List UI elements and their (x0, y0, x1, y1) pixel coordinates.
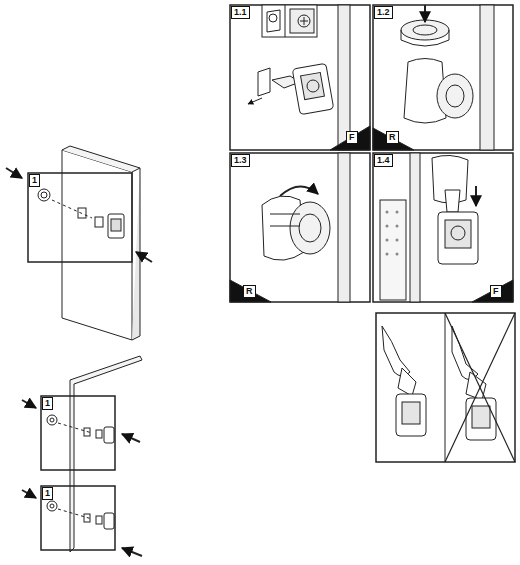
orientation-mark: F (346, 131, 358, 144)
orientation-mark: F (490, 285, 502, 298)
hole-row (386, 211, 399, 256)
pointer-arrow (122, 548, 142, 556)
orientation-mark: R (243, 285, 256, 298)
orientation-mark: R (386, 131, 399, 144)
step-panel (230, 5, 370, 150)
callout-number: 1 (42, 397, 53, 410)
lock-parts (47, 415, 114, 529)
pointer-arrow (122, 434, 140, 442)
pointer-arrow (22, 490, 36, 498)
callout-number: 1 (29, 174, 40, 187)
cabinet-profile (70, 356, 142, 552)
callout-frame (41, 396, 115, 470)
step-panel (230, 153, 370, 302)
step-panel (373, 5, 513, 150)
callout-frame (28, 173, 132, 262)
step-panel (373, 153, 513, 302)
pointer-arrow (22, 400, 36, 408)
pointer-arrow (136, 252, 152, 262)
step-number: 1.2 (374, 6, 393, 19)
callout-number: 1 (42, 487, 53, 500)
door-panel (62, 146, 140, 340)
step-number: 1.1 (231, 6, 250, 19)
step-number: 1.3 (231, 154, 250, 167)
lock-parts (38, 189, 124, 238)
hint-panel (376, 313, 515, 462)
step-number: 1.4 (374, 154, 393, 167)
callout-frame (41, 486, 115, 550)
pointer-arrow (6, 168, 22, 178)
